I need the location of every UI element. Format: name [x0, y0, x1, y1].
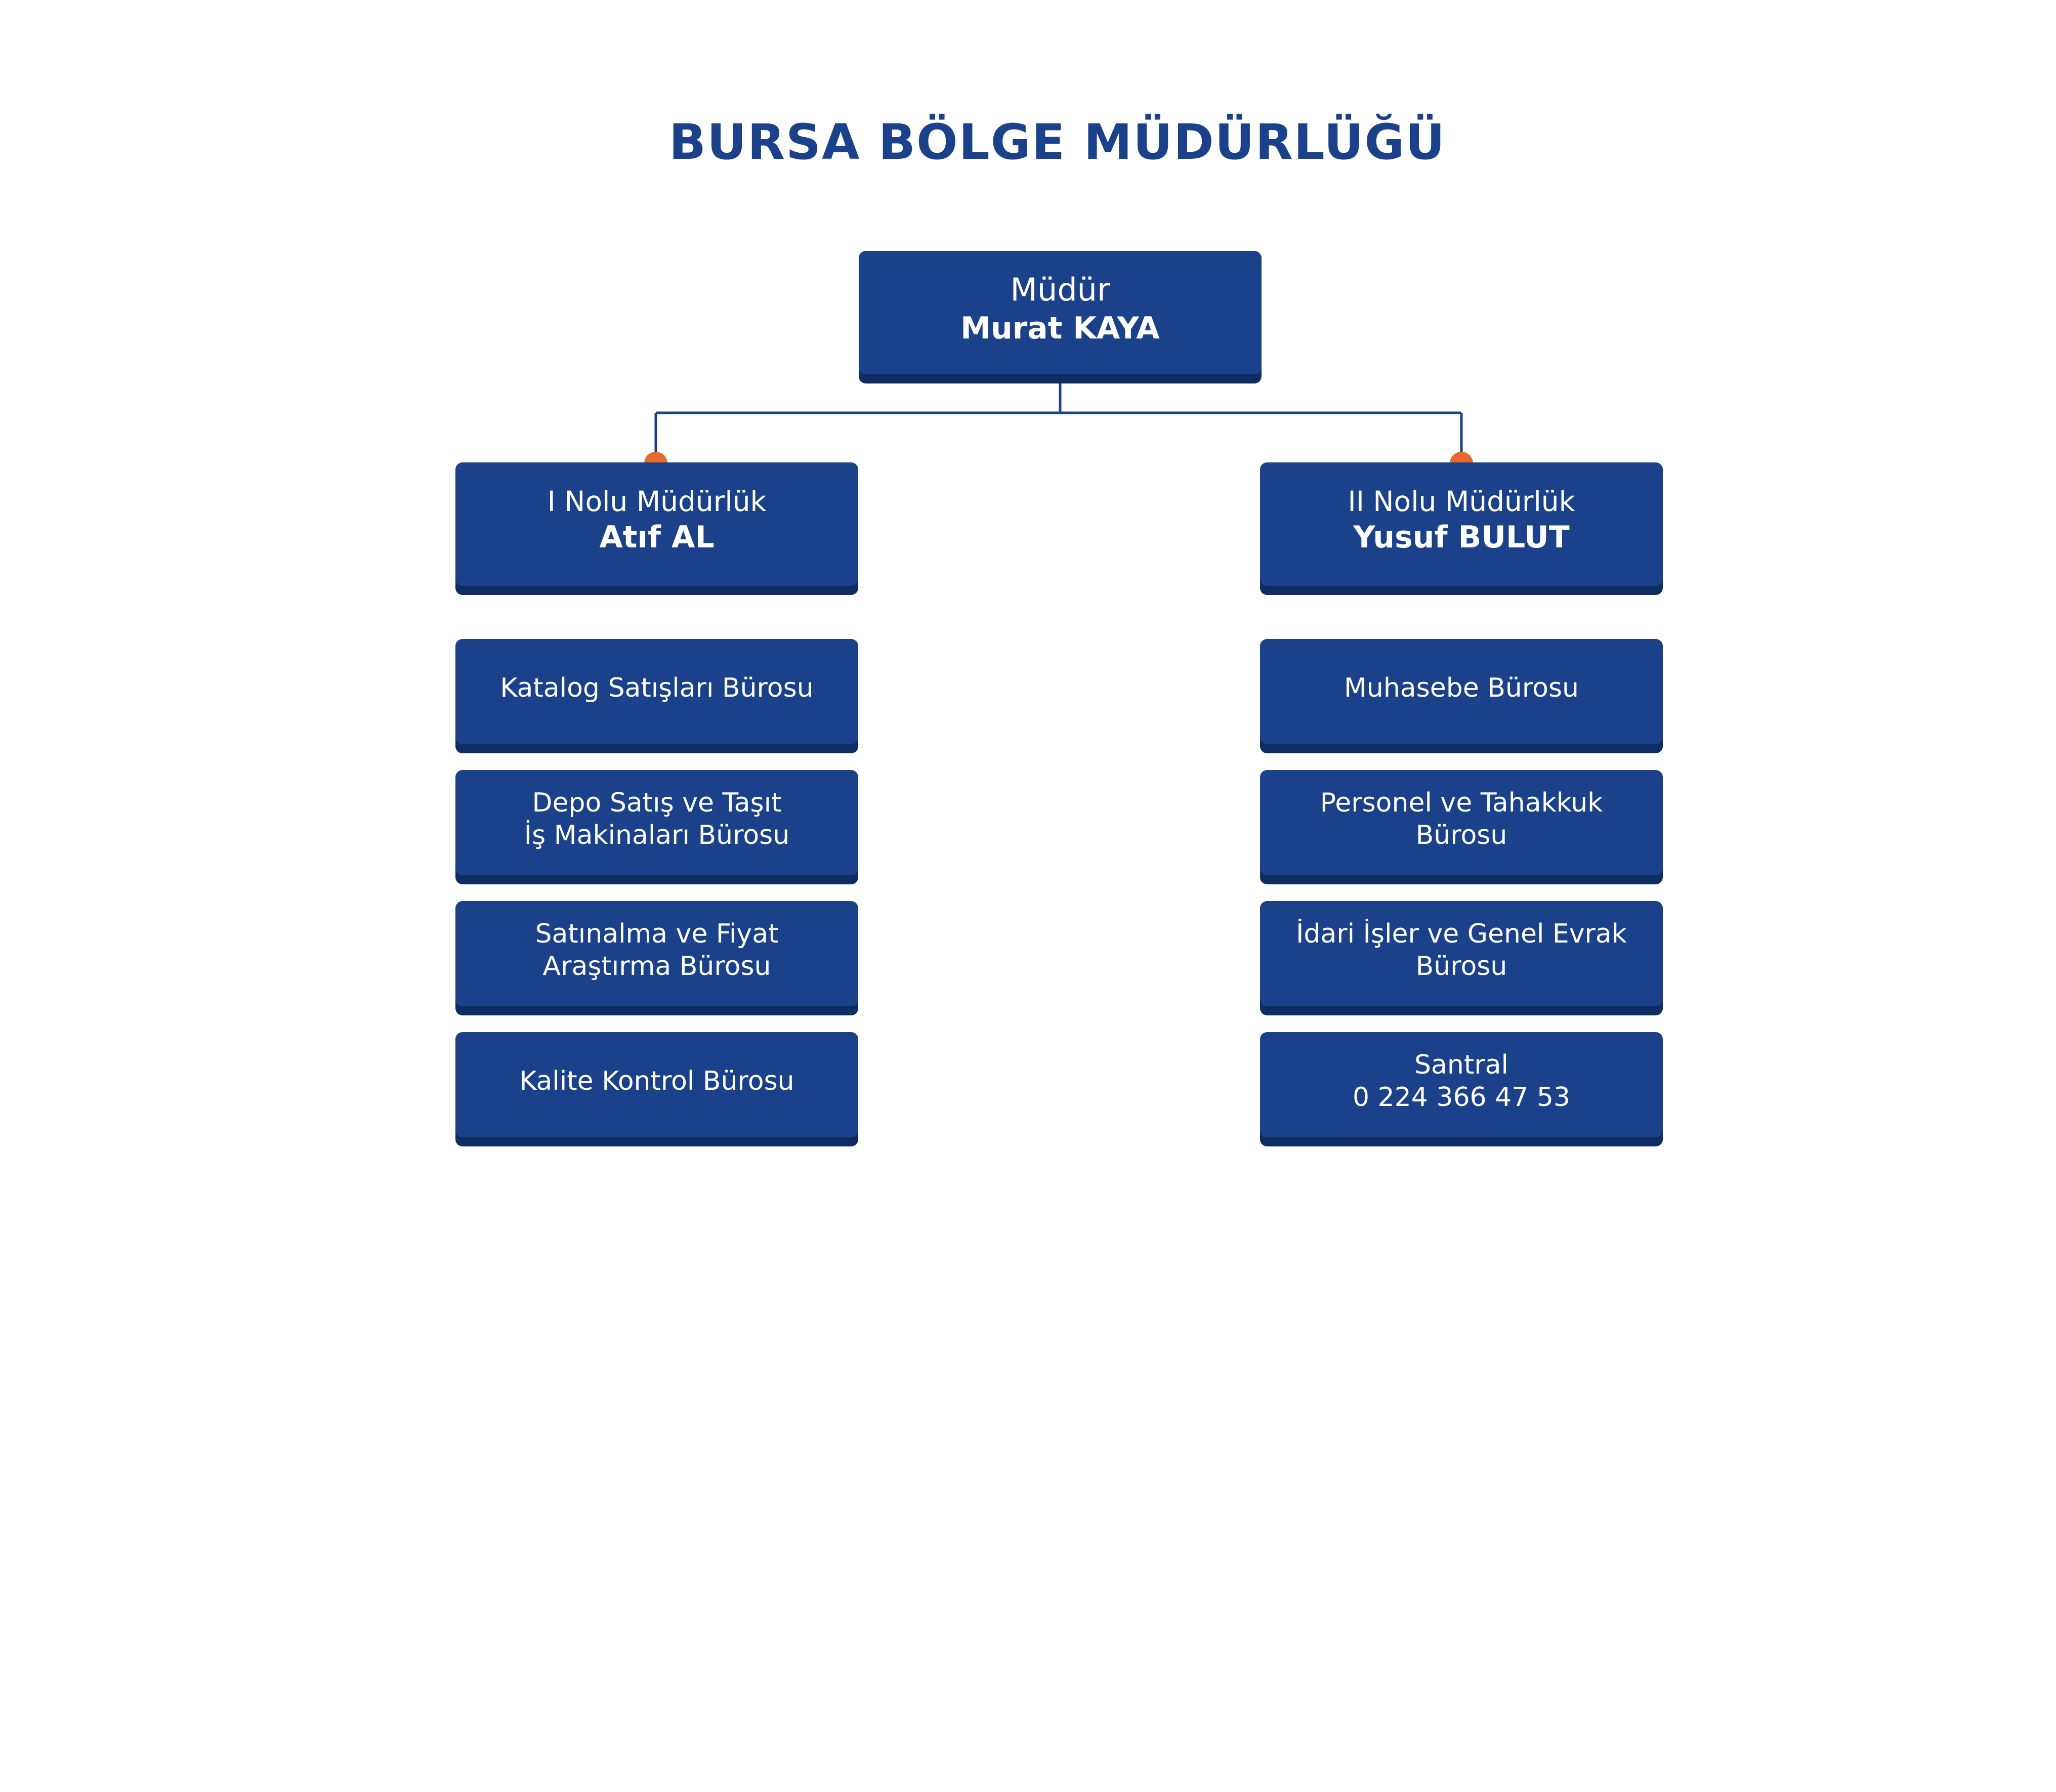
office-line: Muhasebe Bürosu — [1344, 673, 1579, 703]
left-branch-name: Atıf AL — [599, 520, 715, 555]
office-line: Katalog Satışları Bürosu — [500, 673, 814, 703]
office-line: Bürosu — [1415, 820, 1507, 850]
office-line: Santral — [1414, 1050, 1508, 1080]
office-depo: Depo Satış ve Taşıt İş Makinaları Bürosu — [455, 770, 858, 875]
left-branch-role: I Nolu Müdürlük — [547, 485, 767, 518]
office-personel: Personel ve Tahakkuk Bürosu — [1260, 770, 1663, 875]
office-line: Satınalma ve Fiyat — [535, 919, 779, 949]
office-line: Depo Satış ve Taşıt — [532, 788, 782, 818]
office-santral: Santral 0 224 366 47 53 — [1260, 1032, 1663, 1137]
director-name: Murat KAYA — [960, 311, 1160, 346]
office-line: Araştırma Bürosu — [542, 951, 771, 982]
office-line: Bürosu — [1415, 951, 1507, 982]
office-line: Kalite Kontrol Bürosu — [519, 1066, 794, 1096]
office-line: İdari İşler ve Genel Evrak — [1296, 919, 1627, 949]
office-line: Personel ve Tahakkuk — [1320, 788, 1603, 818]
santral-phone: 0 224 366 47 53 — [1352, 1082, 1571, 1113]
director-role: Müdür — [1010, 271, 1110, 308]
office-katalog: Katalog Satışları Bürosu — [455, 639, 858, 744]
office-line: İş Makinaları Bürosu — [524, 820, 790, 850]
page-title: BURSA BÖLGE MÜDÜRLÜĞÜ — [668, 114, 1446, 170]
director-box: Müdür Murat KAYA — [859, 251, 1262, 374]
right-branch-box: II Nolu Müdürlük Yusuf BULUT — [1260, 462, 1663, 586]
right-branch-name: Yusuf BULUT — [1353, 520, 1570, 555]
office-kalite: Kalite Kontrol Bürosu — [455, 1032, 858, 1137]
right-branch-role: II Nolu Müdürlük — [1348, 485, 1575, 518]
office-satinalma: Satınalma ve Fiyat Araştırma Bürosu — [455, 901, 858, 1006]
left-branch-box: I Nolu Müdürlük Atıf AL — [455, 462, 858, 586]
office-idari: İdari İşler ve Genel Evrak Bürosu — [1260, 901, 1663, 1006]
office-muhasebe: Muhasebe Bürosu — [1260, 639, 1663, 744]
